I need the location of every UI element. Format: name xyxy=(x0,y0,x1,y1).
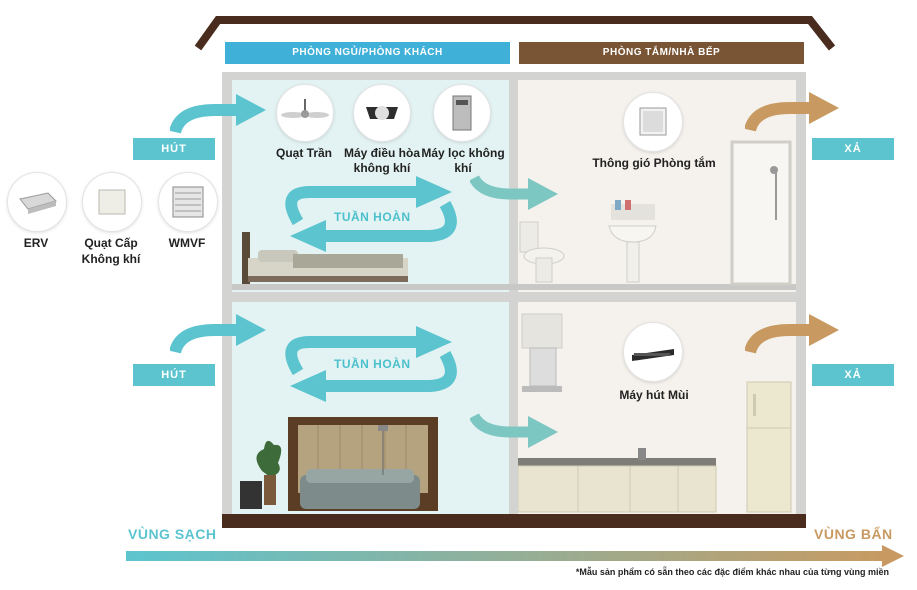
erv-label: ERV xyxy=(23,236,49,250)
zone-gradient-arrow xyxy=(126,545,904,567)
toilet-illustration xyxy=(519,221,565,283)
circulation-loop-bottom xyxy=(285,326,457,402)
range-hood-product xyxy=(623,322,683,382)
intake-arrow-bottom xyxy=(170,314,266,354)
range-hood-label: Máy hút Mùi xyxy=(619,388,689,402)
erv-icon xyxy=(19,192,57,214)
ceiling-fan-product xyxy=(276,84,334,142)
refrigerator-illustration xyxy=(746,381,792,513)
fresh-air-fan-label-2: Không khí xyxy=(81,252,141,266)
range-hood-icon xyxy=(632,349,674,361)
banner-bath-kitchen: PHÒNG TẮM/NHÀ BẾP xyxy=(519,42,804,64)
transfer-arrow-bottom xyxy=(470,413,558,448)
transfer-arrow-top xyxy=(470,175,558,210)
air-purifier-product xyxy=(433,84,491,142)
exhaust-arrow-top xyxy=(745,92,839,132)
air-conditioner-label-1: Máy điều hòa xyxy=(343,146,420,160)
air-conditioner-product xyxy=(353,84,411,142)
intake-label-top: HÚT xyxy=(133,138,215,160)
circulation-loop-top xyxy=(285,176,457,252)
exhaust-label-bottom: XẢ xyxy=(812,364,894,386)
floor-base xyxy=(222,514,806,528)
sink-illustration xyxy=(608,200,657,283)
circulation-label-bottom: TUẦN HOÀN xyxy=(334,357,411,371)
footnote: *Mẫu sản phẩm có sẵn theo các đặc điểm k… xyxy=(575,567,889,577)
air-conditioner-label-2: không khí xyxy=(353,161,411,175)
kitchen-hood-column xyxy=(521,313,563,392)
kitchen-counter-illustration xyxy=(518,448,717,513)
roof xyxy=(194,16,836,51)
dirty-zone-label: VÙNG BẨN xyxy=(814,526,893,542)
exhaust-label-top: XẢ xyxy=(812,138,894,160)
ceiling-fan-icon xyxy=(281,99,329,118)
erv-product xyxy=(7,172,67,232)
intake-arrow-top xyxy=(170,94,266,134)
floor-top xyxy=(232,284,796,290)
intake-label-bottom: HÚT xyxy=(133,364,215,386)
bathroom-vent-icon xyxy=(639,107,667,136)
clean-zone-label: VÙNG SẠCH xyxy=(128,526,217,542)
air-conditioner-icon xyxy=(366,106,398,120)
air-purifier-label-2: khí xyxy=(454,161,472,175)
bathroom-vent-product xyxy=(623,92,683,152)
wmvf-icon xyxy=(172,186,204,218)
banner-bedroom-living: PHÒNG NGỦ/PHÒNG KHÁCH xyxy=(225,42,510,64)
air-purifier-label-1: Máy lọc không xyxy=(421,146,505,160)
wmvf-label: WMVF xyxy=(168,236,206,250)
wmvf-product xyxy=(158,172,218,232)
bed-illustration xyxy=(242,232,408,284)
air-purifier-icon xyxy=(452,95,472,131)
shower-illustration xyxy=(730,140,792,286)
ceiling-fan-label: Quạt Trần xyxy=(275,146,332,160)
circulation-label-top: TUẦN HOÀN xyxy=(334,210,411,224)
fresh-air-fan-product xyxy=(82,172,142,232)
fresh-air-fan-icon xyxy=(98,189,126,215)
fresh-air-fan-label-1: Quạt Cấp xyxy=(84,236,138,250)
living-room-illustration xyxy=(240,417,438,511)
exhaust-arrow-bottom xyxy=(745,314,839,354)
bathroom-vent-label: Thông gió Phòng tắm xyxy=(592,156,716,170)
